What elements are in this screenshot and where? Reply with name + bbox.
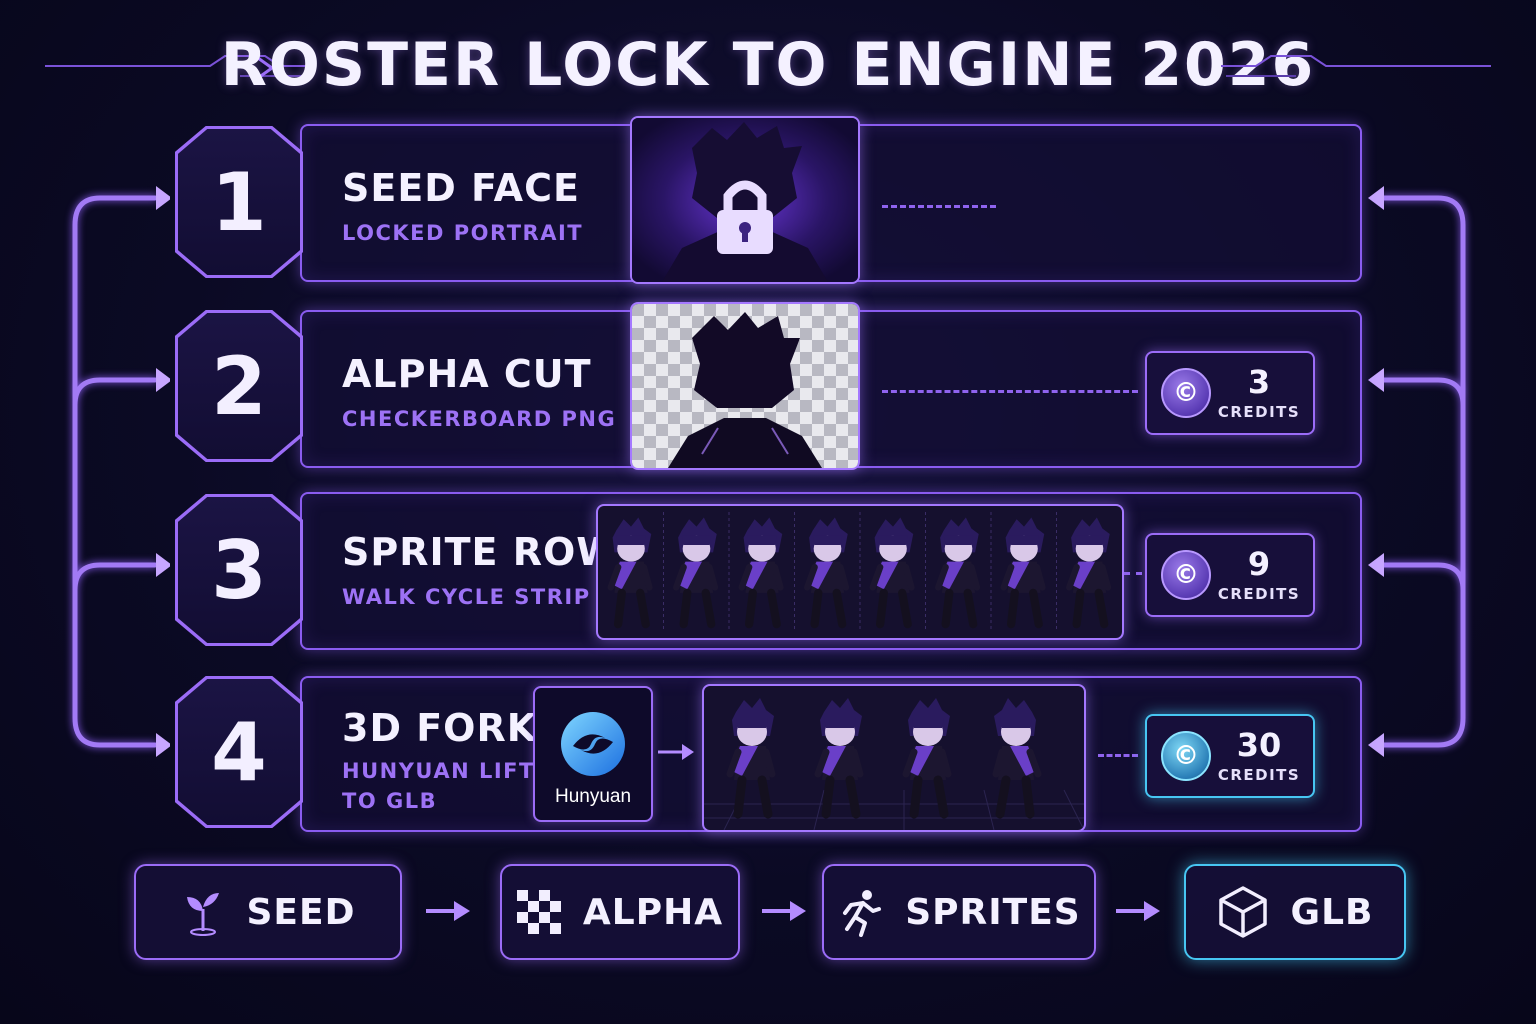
pipeline-label: GLB	[1290, 891, 1374, 933]
step-title-4: 3D FORK	[342, 706, 538, 750]
alpha-cut-image	[630, 302, 860, 470]
model-view	[902, 698, 952, 819]
coin-icon: ©	[1161, 368, 1211, 418]
arrow-right-icon	[762, 901, 806, 921]
pipeline-label: ALPHA	[582, 891, 724, 933]
step-subtitle-4b: TO GLB	[342, 789, 438, 813]
page-title: ROSTER LOCK TO ENGINE 2026	[220, 30, 1316, 100]
credit-amount: 3	[1247, 363, 1271, 401]
connector-dash-3	[1124, 572, 1142, 575]
step-number-badge-2: 2	[175, 310, 303, 462]
step-number-badge-3: 3	[175, 494, 303, 646]
locked-portrait-image	[630, 116, 860, 284]
sprite-frame	[935, 517, 981, 629]
step-title-2: ALPHA CUT	[342, 352, 592, 396]
credit-label: CREDITS	[1217, 585, 1301, 603]
right-loop-arrows	[1368, 186, 1466, 757]
connector-dash-2	[882, 390, 1138, 393]
sprite-frame	[804, 517, 850, 629]
model-view	[992, 698, 1042, 819]
credit-badge-3: © 9 CREDITS	[1145, 533, 1315, 617]
3d-turnaround-image	[702, 684, 1086, 832]
arrow-right-icon	[1116, 901, 1160, 921]
connector-dash-4	[1098, 754, 1138, 757]
sprite-frame	[1000, 517, 1046, 629]
arrow-right-icon	[426, 901, 470, 921]
model-view	[726, 698, 776, 819]
credit-amount: 9	[1247, 545, 1271, 583]
connector-dash-1	[882, 205, 996, 208]
pipeline-alpha: ALPHA	[500, 864, 740, 960]
title-right-decoration	[1221, 55, 1491, 77]
pipeline-sprites: SPRITES	[822, 864, 1096, 960]
step-number-badge-1: 1	[175, 126, 303, 278]
cube-icon	[1218, 886, 1267, 938]
walk-cycle-strip-image	[596, 504, 1124, 640]
step-subtitle-3: WALK CYCLE STRIP	[342, 585, 591, 609]
credit-label: CREDITS	[1217, 403, 1301, 421]
step-subtitle-4a: HUNYUAN LIFT	[342, 759, 535, 783]
pipeline-seed: SEED	[134, 864, 402, 960]
sprite-frame	[869, 517, 915, 629]
credit-badge-2: © 3 CREDITS	[1145, 351, 1315, 435]
sprite-frame	[607, 517, 653, 629]
pipeline-label: SEED	[246, 891, 356, 933]
step-subtitle-2: CHECKERBOARD PNG	[342, 407, 617, 431]
credit-label: CREDITS	[1217, 766, 1301, 784]
coin-icon: ©	[1161, 731, 1211, 781]
sprite-frame	[738, 517, 784, 629]
checker-icon	[516, 890, 561, 934]
pipeline-label: SPRITES	[905, 891, 1081, 933]
step-subtitle-1: LOCKED PORTRAIT	[342, 221, 584, 245]
left-loop-arrows	[72, 186, 170, 757]
pipeline-glb: GLB	[1184, 864, 1406, 960]
hunyuan-logo: Hunyuan	[533, 686, 653, 822]
credit-badge-4: © 30 CREDITS	[1145, 714, 1315, 798]
sprite-frame	[1066, 517, 1112, 629]
sprout-icon	[186, 893, 219, 936]
title-left-decoration	[45, 55, 315, 80]
sprite-frame	[673, 517, 719, 629]
step-title-1: SEED FACE	[342, 166, 580, 210]
step-number-badge-4: 4	[175, 676, 303, 828]
credit-amount: 30	[1236, 726, 1282, 764]
coin-icon: ©	[1161, 550, 1211, 600]
step-title-3: SPRITE ROW	[342, 530, 620, 574]
model-view	[814, 698, 864, 819]
running-icon	[843, 890, 882, 937]
arrow-right-icon	[658, 744, 694, 760]
hunyuan-label: Hunyuan	[554, 786, 632, 807]
